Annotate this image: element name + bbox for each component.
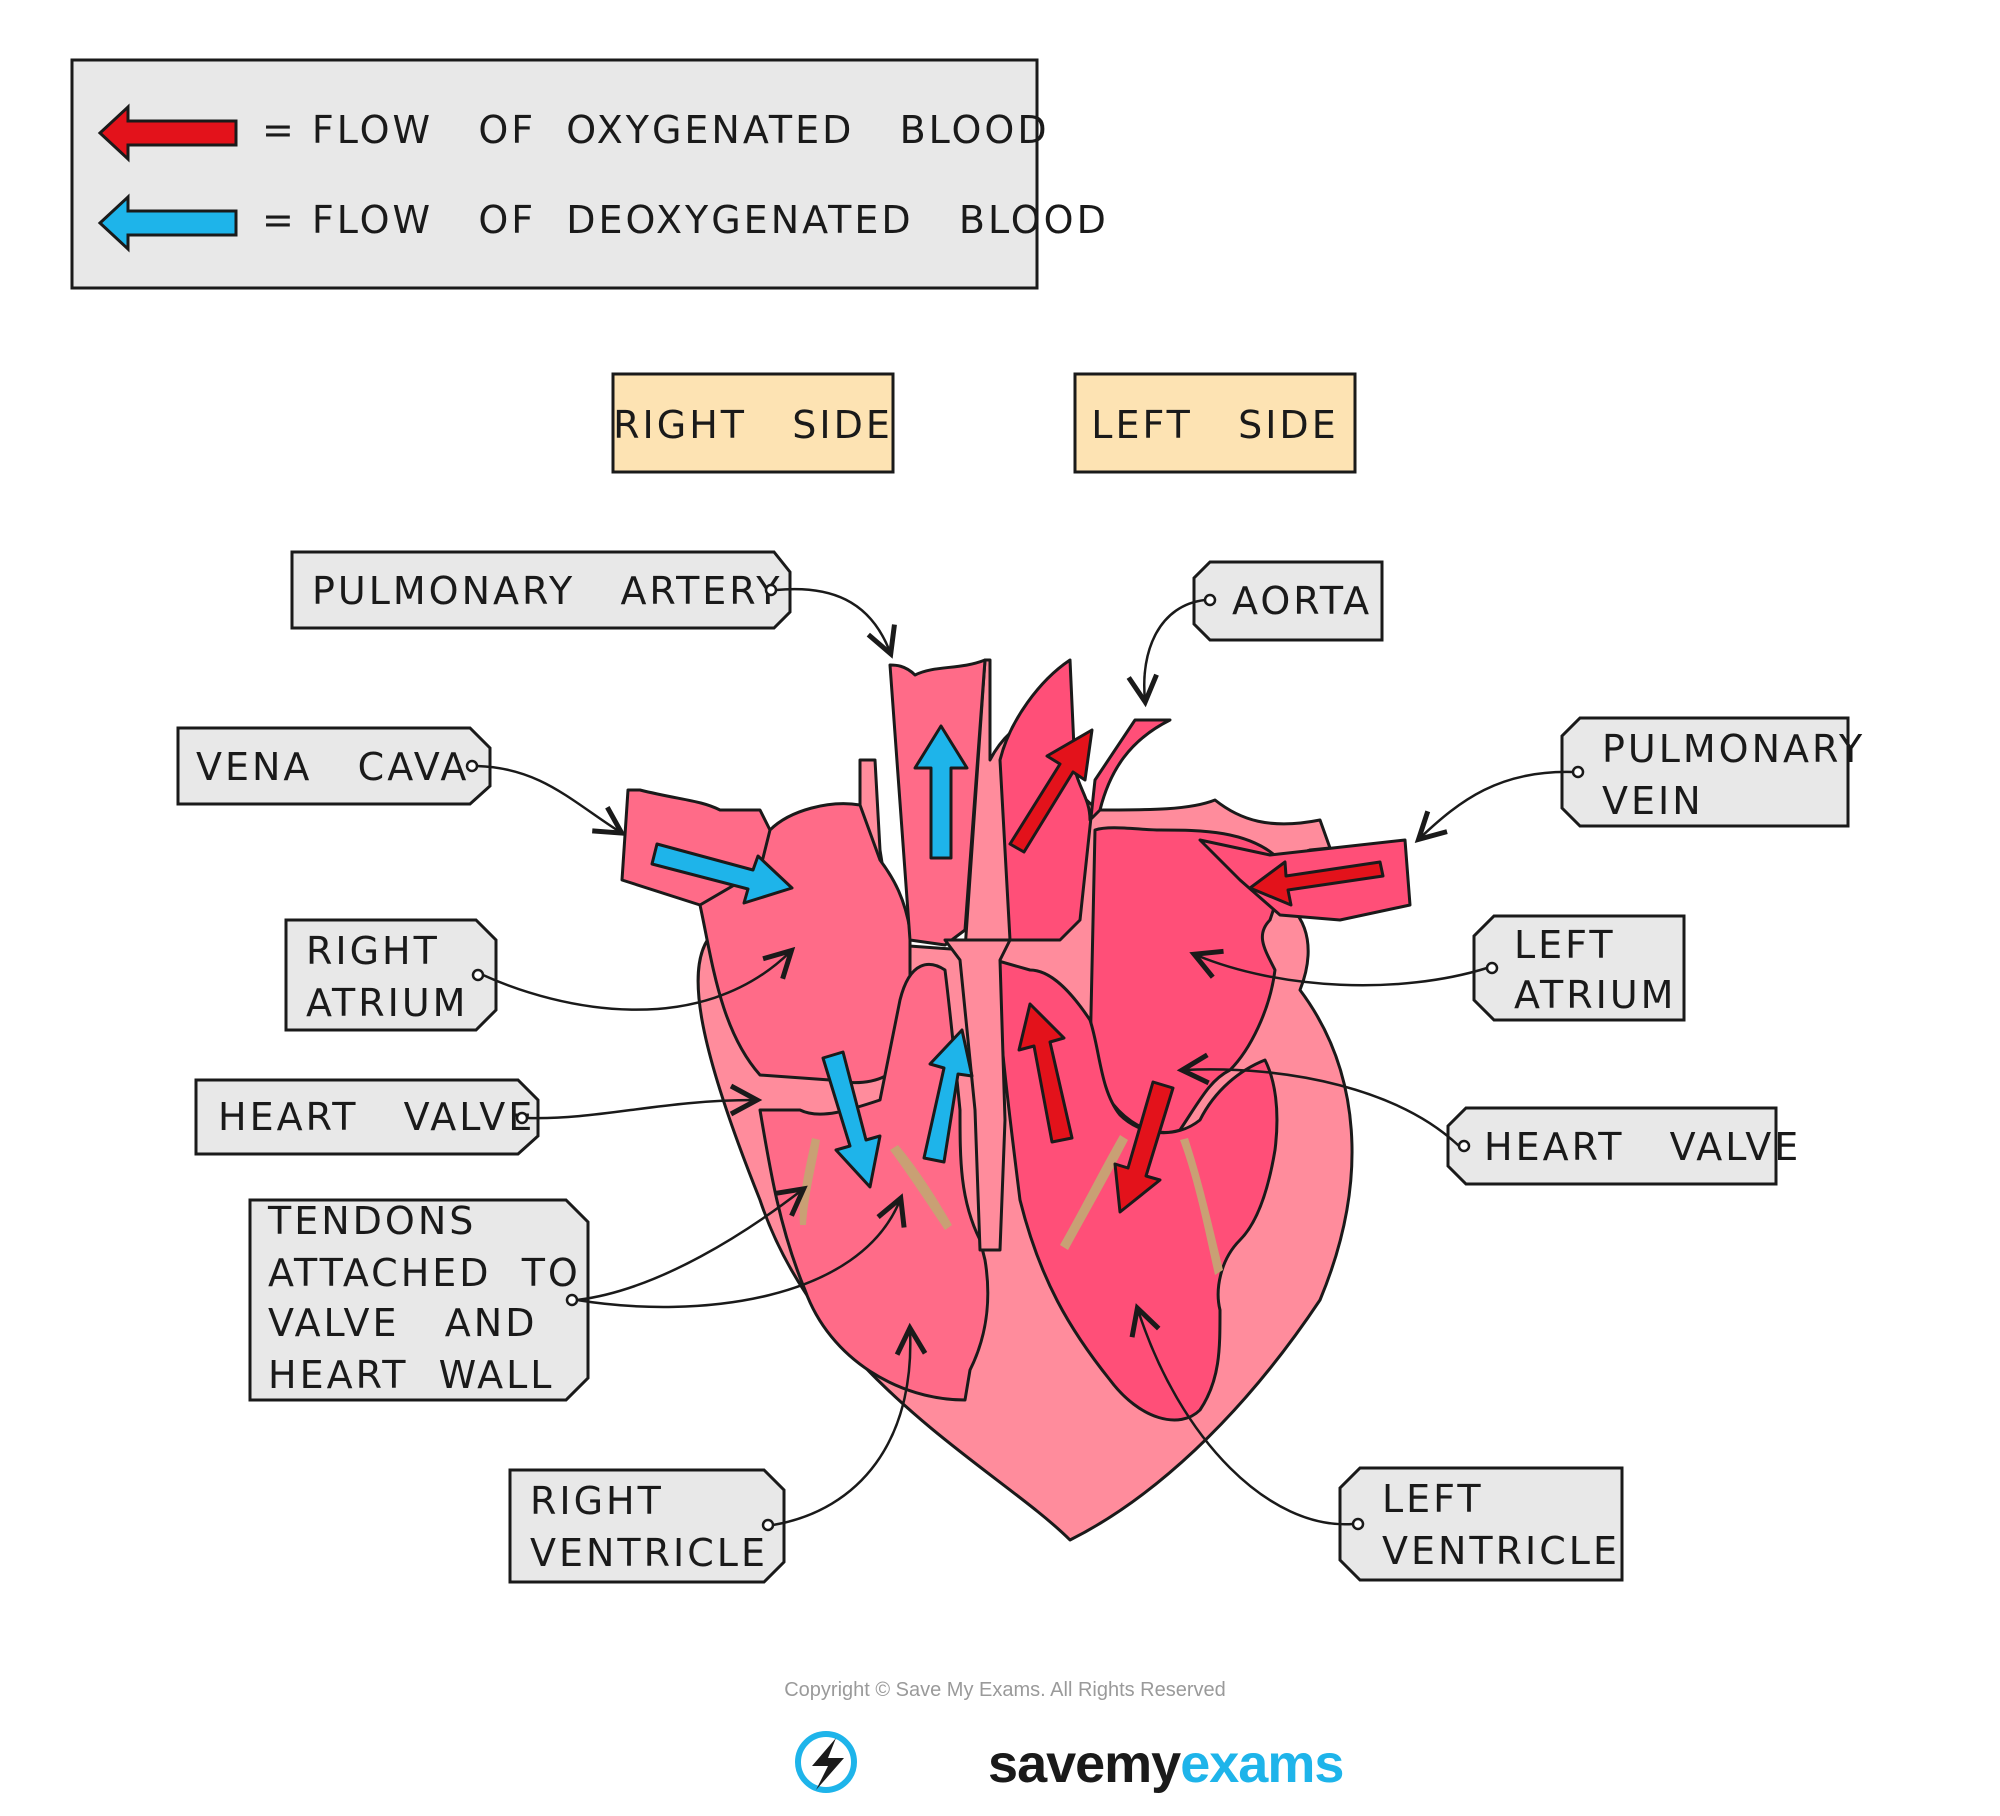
tendon-right-2 <box>890 1145 952 1230</box>
blue-arrow-icon <box>97 193 238 253</box>
label-aorta: AORTA <box>1126 560 1384 708</box>
label-left-ventricle: LEFT VENTRICLE <box>1129 1303 1624 1582</box>
brand-exams: exams <box>1180 1734 1343 1794</box>
label-pulmonary-vein: PULMONARY VEIN <box>1414 716 1865 844</box>
flow-arrows <box>650 724 1385 1214</box>
pulmonary-vein-label-line1: PULMONARY <box>1602 727 1865 771</box>
copyright-text: Copyright © Save My Exams. All Rights Re… <box>784 1679 1226 1701</box>
side-labels: RIGHT SIDE LEFT SIDE <box>611 372 1357 474</box>
legend: = FLOW OF OXYGENATED BLOOD = FLOW OF DEO… <box>70 58 1109 290</box>
right-atrium-label-line2: ATRIUM <box>306 981 468 1025</box>
blue-flow-arrow-right-ventricle-up <box>922 1028 974 1164</box>
blue-flow-arrow-right-ventricle-down <box>821 1050 882 1189</box>
lightning-logo-icon <box>795 1731 857 1793</box>
left-atrium-label-line2: ATRIUM <box>1514 973 1676 1017</box>
legend-deoxygenated-label: = FLOW OF DEOXYGENATED BLOOD <box>262 198 1109 242</box>
tendons <box>799 1135 1223 1275</box>
right-ventricle-label-line2: VENTRICLE <box>530 1531 768 1575</box>
vena-cava-label: VENA CAVA <box>196 745 469 789</box>
blue-flow-arrow-vena-cava <box>650 842 794 905</box>
label-heart-valve-left: HEART VALVE <box>1176 1052 1801 1186</box>
brand-my: my <box>1104 1734 1181 1794</box>
pulmonary-vein-label-line2: VEIN <box>1602 779 1704 823</box>
label-right-ventricle: RIGHT VENTRICLE <box>508 1322 928 1584</box>
label-boxes: PULMONARY ARTERY AORTA VENA CAVA PULMONA… <box>176 550 1865 1584</box>
red-arrow-icon <box>97 103 238 163</box>
svg-text:savemyexams: savemyexams <box>862 1734 1441 1794</box>
red-flow-arrow-left-ventricle-down <box>1113 1080 1175 1214</box>
label-heart-valve-right: HEART VALVE <box>194 1078 763 1156</box>
label-vena-cava: VENA CAVA <box>176 726 627 836</box>
heart-valve-right-label: HEART VALVE <box>218 1095 535 1139</box>
tendons-label-line3: VALVE AND <box>268 1301 537 1345</box>
label-left-atrium: LEFT ATRIUM <box>1189 914 1686 1022</box>
blue-flow-arrow-pulmonary-artery <box>913 724 969 860</box>
left-ventricle-label-line1: LEFT <box>1382 1477 1484 1521</box>
red-flow-arrow-aorta <box>1008 728 1094 854</box>
right-side-box <box>611 372 895 474</box>
right-ventricle-chamber <box>758 962 990 1402</box>
aorta-label: AORTA <box>1232 579 1372 623</box>
label-right-atrium: RIGHT ATRIUM <box>284 918 796 1032</box>
left-side-box <box>1073 372 1357 474</box>
label-tendons: TENDONS ATTACHED TO VALVE AND HEART WALL <box>248 1185 907 1402</box>
left-side-label: LEFT SIDE <box>1091 403 1338 447</box>
tendons-label-line2: ATTACHED TO <box>268 1251 581 1295</box>
heart-valve-left-label: HEART VALVE <box>1484 1125 1801 1169</box>
legend-oxygenated-label: = FLOW OF OXYGENATED BLOOD <box>262 108 1050 152</box>
tendons-label-line1: TENDONS <box>267 1199 476 1243</box>
septum <box>943 938 1012 1252</box>
left-atrium-label-line1: LEFT <box>1514 923 1616 967</box>
tendon-left-1 <box>1060 1135 1128 1250</box>
legend-box <box>70 58 1039 290</box>
right-ventricle-label-line1: RIGHT <box>530 1479 664 1523</box>
right-atrium-label-line1: RIGHT <box>306 929 440 973</box>
label-pulmonary-artery: PULMONARY ARTERY <box>290 550 897 659</box>
pulmonary-artery-label: PULMONARY ARTERY <box>312 569 782 613</box>
red-flow-arrow-left-ventricle-up <box>1017 1002 1074 1144</box>
footer: Copyright © Save My Exams. All Rights Re… <box>784 1679 1441 1794</box>
left-ventricle-label-line2: VENTRICLE <box>1382 1529 1620 1573</box>
right-side-label: RIGHT SIDE <box>613 403 893 447</box>
tendon-left-2 <box>1180 1138 1223 1275</box>
brand-save: save <box>988 1734 1104 1794</box>
red-flow-arrow-pulmonary-vein <box>1248 860 1385 907</box>
tendons-label-line4: HEART WALL <box>268 1353 554 1397</box>
save-my-exams-logo: savemyexams <box>795 1731 1441 1794</box>
aorta-vessel <box>998 658 1172 942</box>
